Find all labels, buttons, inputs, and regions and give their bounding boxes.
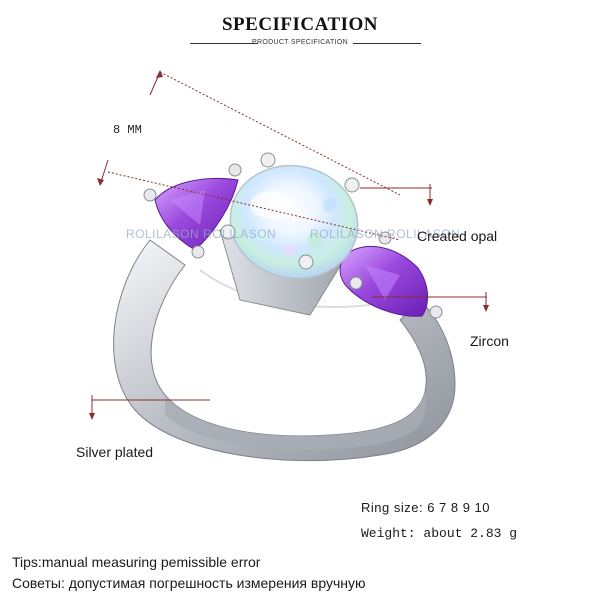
left-zircon-stone xyxy=(143,163,242,259)
arrow-icons xyxy=(89,70,489,420)
right-zircon-stone xyxy=(339,231,443,319)
dimension-label: 8 MM xyxy=(113,123,142,137)
opal-stone xyxy=(220,152,360,280)
watermark-right: ROLILASON ROLILASON xyxy=(310,227,461,241)
tips-russian: Советы: допустимая погрешность измерения… xyxy=(12,575,366,591)
page-subtitle: PRODUCT SPECIFICATION xyxy=(252,39,348,46)
weight-text: Weight: about 2.83 g xyxy=(361,526,518,541)
label-created-opal: Created opal xyxy=(417,228,498,244)
title-divider-left xyxy=(190,43,258,44)
label-zircon: Zircon xyxy=(470,333,509,349)
ring-size-text: Ring size: 6 7 8 9 10 xyxy=(361,500,491,515)
dimension-lines xyxy=(91,71,487,418)
watermark-left: ROLILASON ROLILASON xyxy=(126,227,277,241)
label-silver-plated: Silver plated xyxy=(76,444,154,460)
title-divider-right xyxy=(353,43,421,44)
page-title: SPECIFICATION xyxy=(221,14,379,35)
tips-english: Tips:manual measuring pemissible error xyxy=(12,554,261,570)
